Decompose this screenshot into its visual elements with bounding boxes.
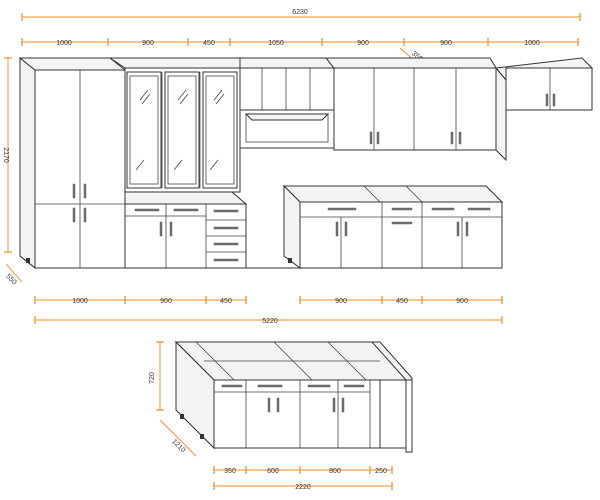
- dim-seg-6: 900: [440, 40, 452, 47]
- dim-seg-4: 1050: [268, 40, 284, 47]
- island-foot-2: [180, 414, 184, 419]
- hood-cabinets: [239, 57, 336, 149]
- island-foot: [200, 434, 204, 439]
- left-dimensions: 2170 550: [2, 57, 23, 286]
- glass-wall-cabinets: [108, 57, 241, 193]
- lower-dimensions: 1000 900 450 900 450 900 5220: [34, 296, 503, 325]
- dim-lower-left-3: 450: [220, 298, 232, 305]
- left-base-cabinets: [124, 191, 248, 269]
- dim-total-width: 6230: [292, 9, 308, 16]
- dim-lower-right-1: 900: [335, 298, 347, 305]
- right-base-cabinets: [282, 184, 504, 269]
- dim-island-total: 2220: [295, 484, 311, 491]
- dim-island-seg-3: 800: [329, 468, 341, 475]
- island: [174, 340, 413, 453]
- corner-wall-cabinet: [495, 57, 594, 162]
- dim-seg-5: 900: [357, 40, 369, 47]
- dim-island-height: 720: [149, 372, 156, 384]
- dim-island-seg-1: 350: [224, 468, 236, 475]
- foot-left: [26, 258, 30, 263]
- dim-lower-left-1: 1000: [72, 298, 88, 305]
- dim-seg-2: 900: [142, 40, 154, 47]
- kitchen-run: [18, 56, 594, 270]
- dim-island-seg-2: 600: [267, 468, 279, 475]
- tall-cabinet: [34, 69, 126, 269]
- dim-lower-right-3: 900: [456, 298, 468, 305]
- dim-island-depth: 1210: [170, 438, 186, 454]
- dim-seg-1: 1000: [56, 40, 72, 47]
- dim-height: 2170: [2, 147, 9, 163]
- dim-seg-3: 450: [203, 40, 215, 47]
- foot-right: [288, 258, 292, 263]
- right-wall-cabinets: [324, 57, 497, 151]
- dim-island-seg-4: 250: [375, 468, 387, 475]
- dim-lower-right-2: 450: [396, 298, 408, 305]
- dim-lower-total: 5220: [262, 318, 278, 325]
- dim-lower-left-2: 900: [160, 298, 172, 305]
- top-dimensions: 6230 1000 900 450 1050 900 900 1000 355: [21, 9, 581, 65]
- dim-seg-7: 1000: [524, 40, 540, 47]
